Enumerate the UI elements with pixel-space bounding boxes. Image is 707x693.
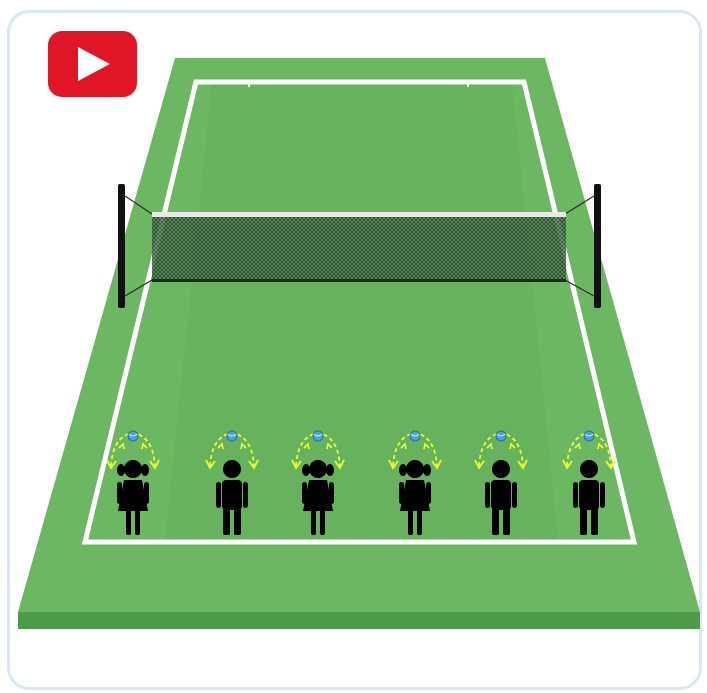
net-bottom (152, 279, 566, 282)
play-icon (48, 31, 137, 97)
net-post-right (594, 184, 601, 308)
net-tape (152, 212, 566, 217)
play-button[interactable] (48, 31, 137, 97)
court-edge (18, 612, 700, 629)
net-post-left (118, 184, 125, 308)
net-mesh (152, 216, 566, 280)
